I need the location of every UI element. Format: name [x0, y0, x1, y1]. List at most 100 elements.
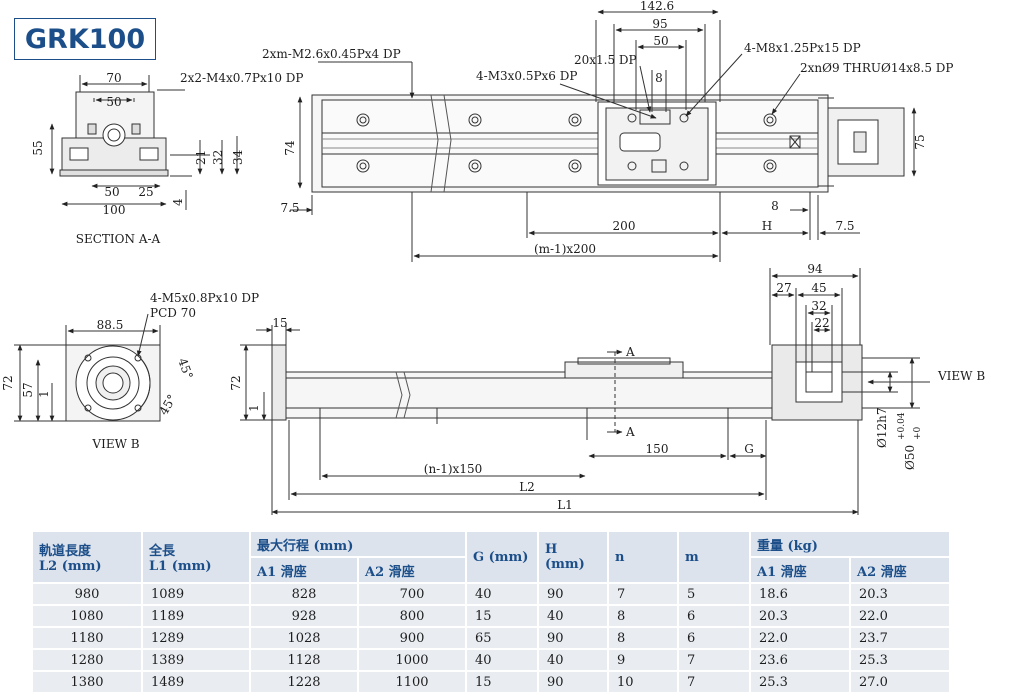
top-dim-7-5b: 7.5 [835, 219, 854, 233]
view-b-caption: VIEW B [91, 437, 139, 451]
table-cell: 18.6 [751, 584, 849, 604]
col-stroke-a1: A1 滑座 [251, 558, 357, 582]
top-dim-m-1x200: (m-1)x200 [534, 242, 596, 256]
table-cell: 1289 [143, 628, 249, 648]
table-cell: 8 [609, 628, 677, 648]
side-dim-dia12: Ø12h7 [875, 408, 889, 448]
aa-dim-70: 70 [106, 71, 121, 85]
section-aa-view [49, 75, 240, 210]
col-n: n [609, 532, 677, 582]
side-dim-22: 22 [814, 316, 829, 330]
aa-dim-34: 34 [231, 149, 245, 165]
side-dim-tol-lower: +0 [913, 426, 923, 440]
view-b-dim-57: 57 [21, 382, 35, 397]
col-weight: 重量 (kg) [751, 532, 949, 556]
model-title: GRK100 [14, 18, 156, 60]
side-dim-72: 72 [229, 375, 243, 390]
table-cell: 40 [467, 584, 537, 604]
side-dim-15: 15 [272, 316, 287, 330]
side-dim-l1: L1 [557, 498, 573, 512]
table-cell: 1180 [33, 628, 141, 648]
table-cell: 828 [251, 584, 357, 604]
table-cell: 1128 [251, 650, 357, 670]
top-dim-74: 74 [283, 140, 297, 156]
table-cell: 1228 [251, 672, 357, 692]
table-cell: 15 [467, 606, 537, 626]
table-cell: 7 [679, 650, 749, 670]
side-view-b-label: VIEW B [937, 369, 985, 383]
table-cell: 23.7 [851, 628, 949, 648]
table-cell: 1280 [33, 650, 141, 670]
view-b-dim-88-5: 88.5 [97, 318, 124, 332]
table-cell: 15 [467, 672, 537, 692]
aa-dim-50b: 50 [104, 185, 119, 199]
table-cell: 1100 [359, 672, 465, 692]
table-cell: 6 [679, 606, 749, 626]
aa-dim-4: 4 [171, 198, 185, 206]
view-b-note-m5: 4-M5x0.8Px10 DP [150, 291, 259, 305]
table-cell: 7 [679, 672, 749, 692]
side-dim-45: 45 [811, 281, 826, 295]
table-cell: 8 [609, 606, 677, 626]
table-cell: 10 [609, 672, 677, 692]
table-header-row: 軌道長度 L2 (mm) 全長 L1 (mm) 最大行程 (mm) G (mm)… [33, 532, 949, 582]
side-dim-l2: L2 [519, 480, 535, 494]
top-note-m3: 4-M3x0.5Px6 DP [476, 69, 577, 83]
side-view [240, 268, 930, 515]
side-dim-1: 1 [247, 404, 261, 412]
top-dim-8: 8 [655, 71, 663, 85]
table-cell: 40 [467, 650, 537, 670]
top-dim-200: 200 [613, 219, 636, 233]
table-cell: 7 [609, 584, 677, 604]
table-cell: 1389 [143, 650, 249, 670]
table-cell: 22.0 [851, 606, 949, 626]
top-dim-8b: 8 [771, 199, 779, 213]
technical-drawing: 70 50 55 21 32 34 50 25 100 4 2x2-M4x0.7… [1, 0, 985, 515]
view-b-dim-72: 72 [1, 375, 15, 390]
view-b-dim-45a: 45° [175, 356, 195, 381]
aa-dim-25: 25 [138, 185, 153, 199]
top-dim-95: 95 [652, 17, 667, 31]
aa-note-m4: 2x2-M4x0.7Px10 DP [180, 71, 304, 85]
col-g: G (mm) [467, 532, 537, 582]
top-dim-75: 75 [913, 134, 927, 149]
table-cell: 1489 [143, 672, 249, 692]
col-weight-a2: A2 滑座 [851, 558, 949, 582]
side-section-a-bottom: A [625, 425, 635, 439]
aa-dim-100: 100 [103, 203, 126, 217]
top-note-m2: 2xm-M2.6x0.45Px4 DP [262, 47, 401, 61]
side-dim-27: 27 [776, 281, 791, 295]
top-note-m8: 4-M8x1.25Px15 DP [744, 41, 861, 55]
aa-dim-50: 50 [106, 95, 121, 109]
table-cell: 700 [359, 584, 465, 604]
col-weight-a1: A1 滑座 [751, 558, 849, 582]
table-cell: 928 [251, 606, 357, 626]
side-dim-n-1x150: (n-1)x150 [424, 462, 482, 476]
table-cell: 22.0 [751, 628, 849, 648]
col-total-length: 全長 L1 (mm) [143, 532, 249, 582]
table-cell: 90 [539, 672, 607, 692]
col-rail-length: 軌道長度 L2 (mm) [33, 532, 141, 582]
table-cell: 1089 [143, 584, 249, 604]
side-dim-32: 32 [811, 299, 826, 313]
table-cell: 65 [467, 628, 537, 648]
table-cell: 1080 [33, 606, 141, 626]
table-cell: 25.3 [751, 672, 849, 692]
top-dim-h: H [762, 219, 772, 233]
spec-table: 軌道長度 L2 (mm) 全長 L1 (mm) 最大行程 (mm) G (mm)… [31, 530, 951, 694]
side-dim-tol-upper: +0.04 [897, 412, 907, 440]
table-cell: 9 [609, 650, 677, 670]
side-dim-150: 150 [646, 442, 669, 456]
view-b-dim-1: 1 [37, 390, 51, 398]
aa-dim-32: 32 [211, 150, 225, 165]
col-h: H (mm) [539, 532, 607, 582]
col-stroke-a2: A2 滑座 [359, 558, 465, 582]
section-aa-caption: SECTION A-A [76, 232, 161, 246]
table-cell: 900 [359, 628, 465, 648]
table-cell: 980 [33, 584, 141, 604]
